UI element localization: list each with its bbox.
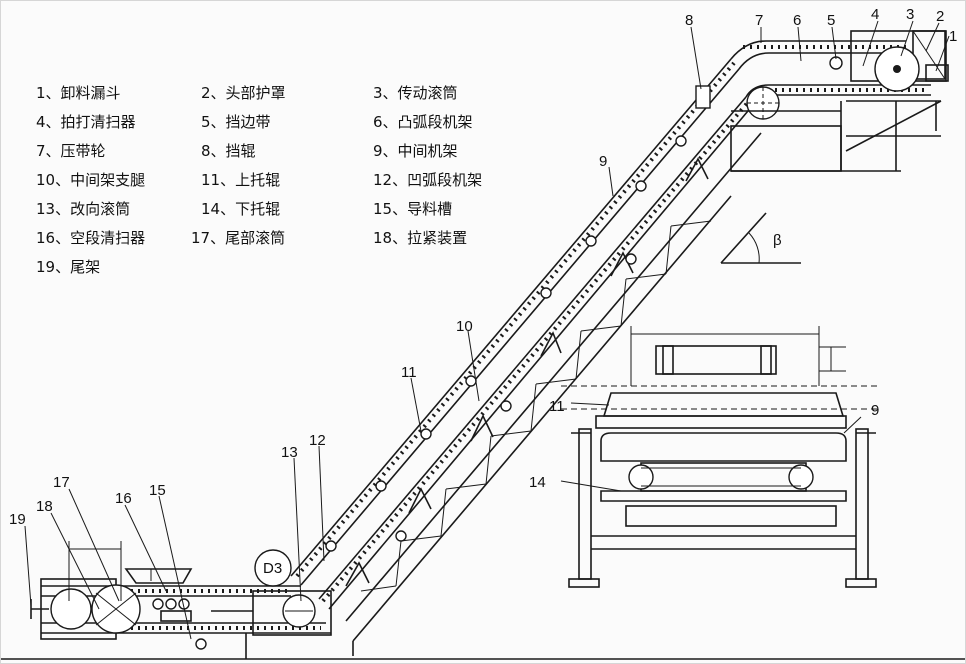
callout-label: 18 [36, 498, 53, 515]
callout-label: 11 [401, 364, 417, 381]
legend-item: 1、卸料漏斗 [36, 84, 121, 102]
bend-pulley-icon [254, 549, 292, 587]
feed-chute [124, 568, 193, 584]
tail-section: D3 [30, 541, 332, 659]
callout-label: 10 [456, 318, 473, 335]
callout-label: 13 [281, 444, 298, 461]
legend: 1、卸料漏斗 2、头部护罩 3、传动滚筒 4、拍打清扫器 5、挡边带 6、凸弧段… [36, 84, 482, 276]
legend-item: 16、空段清扫器 [36, 229, 145, 247]
angle-indicator: β [720, 212, 801, 264]
callout-label: 2 [936, 8, 944, 25]
legend-item: 6、凸弧段机架 [373, 113, 473, 131]
drum-label: D3 [263, 560, 282, 577]
callout-label: 14 [529, 474, 546, 491]
legend-item: 3、传动滚筒 [373, 84, 458, 102]
head-section [695, 30, 949, 172]
callout-label: 6 [793, 12, 801, 29]
legend-item: 9、中间机架 [373, 142, 458, 160]
callout-label: 17 [53, 474, 70, 491]
legend-item: 5、挡边带 [201, 113, 271, 131]
legend-item: 7、压带轮 [36, 142, 106, 160]
callout-label: 9 [871, 402, 879, 419]
legend-item: 4、拍打清扫器 [36, 113, 136, 131]
callout-label: 15 [149, 482, 166, 499]
callout-label: 8 [685, 12, 693, 29]
callout-label: 1 [949, 28, 957, 45]
inclined-section [290, 58, 762, 656]
legend-item: 11、上托辊 [201, 171, 280, 189]
legend-item: 8、挡辊 [201, 142, 256, 160]
callout-label: 11 [549, 398, 565, 415]
callout-label: 3 [906, 6, 914, 23]
callout-label: 5 [827, 12, 835, 29]
callout-label: 12 [309, 432, 326, 449]
legend-item: 13、改向滚筒 [36, 200, 130, 218]
angle-symbol: β [773, 232, 782, 249]
legend-item: 10、中间架支腿 [36, 171, 145, 189]
callout-label: 16 [115, 490, 132, 507]
callout-label: 7 [755, 12, 763, 29]
legend-item: 12、凹弧段机架 [373, 171, 482, 189]
guide-roller [695, 85, 711, 109]
cross-section [561, 326, 881, 588]
callout-label: 19 [9, 511, 26, 528]
legend-item: 2、头部护罩 [201, 84, 286, 102]
callout-label: 4 [871, 6, 879, 23]
legend-item: 14、下托辊 [201, 200, 280, 218]
callout-label: 9 [599, 153, 607, 170]
leader-lines [24, 20, 950, 640]
legend-item: 17、尾部滚筒 [191, 229, 285, 247]
legend-item: 18、拉紧装置 [373, 229, 467, 247]
callout-numbers: 1 2 3 4 5 6 7 8 9 9 10 11 11 12 13 14 15… [9, 6, 957, 528]
legend-item: 19、尾架 [36, 258, 100, 276]
legend-item: 15、导料槽 [373, 200, 452, 218]
